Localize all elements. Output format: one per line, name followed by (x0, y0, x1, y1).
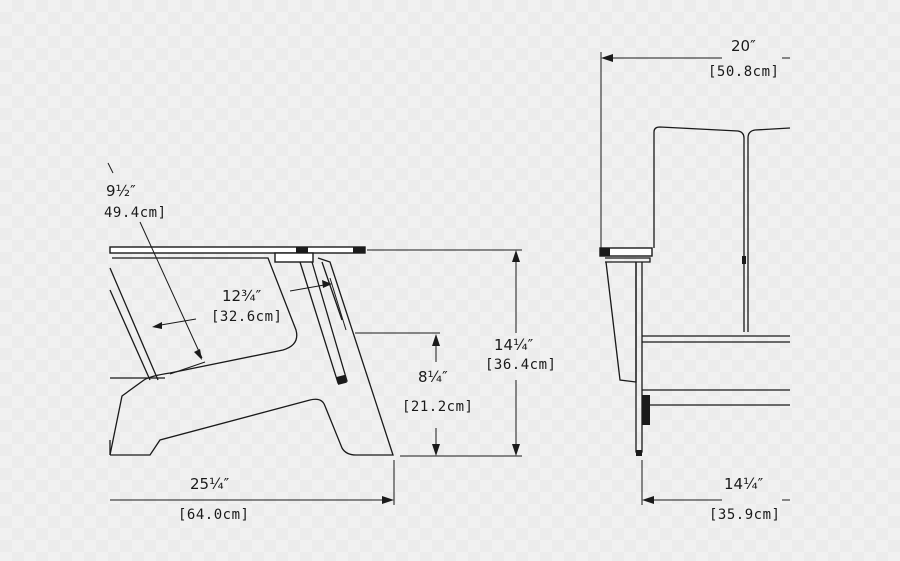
arrowhead (382, 496, 394, 504)
armrest-post-cap (296, 247, 308, 253)
panel-hinge (742, 256, 746, 264)
seat-height-inches: 8¼″ (418, 368, 448, 386)
seat-height-cm: [21.2cm] (402, 399, 474, 415)
dim-line-diag-top (107, 162, 114, 174)
armrest-under (605, 257, 651, 263)
armrest-plank (109, 246, 366, 254)
arm-diagonal-inches: 9½″ (106, 182, 136, 200)
arm-depth-inches: 12¾″ (222, 287, 262, 305)
arm-diagonal-cm: 49.4cm] (104, 205, 167, 221)
arrowhead (512, 250, 520, 262)
arrowhead (601, 54, 613, 62)
arrowhead (194, 349, 202, 360)
back-slat-line (109, 289, 151, 381)
front-leg-block (642, 395, 650, 425)
dim-leader (169, 361, 206, 375)
arrowhead (432, 334, 440, 346)
width-bottom-inches: 14¼″ (724, 475, 764, 493)
front-armrest-cap (600, 248, 610, 256)
arrowhead (432, 444, 440, 456)
back-panel-left (653, 126, 745, 332)
front-post (299, 261, 348, 384)
dim-line-diag (139, 221, 203, 359)
depth-cm: [64.0cm] (178, 507, 250, 523)
arrowhead (512, 444, 520, 456)
back-panel-right (747, 127, 791, 332)
front-leg-foot (636, 450, 642, 456)
back-slat-line (109, 267, 159, 381)
arm-height-inches: 14¼″ (494, 336, 534, 354)
armrest-front-cap (353, 247, 365, 253)
armrest-support (274, 252, 314, 263)
depth-inches: 25¼″ (190, 475, 230, 493)
side-panel-outline (109, 257, 394, 456)
arm-depth-cm: [32.6cm] (211, 309, 283, 325)
width-top-cm: [50.8cm] (708, 64, 780, 80)
leg-edge-line (321, 261, 343, 321)
arrowhead (152, 322, 162, 329)
arrowhead (642, 496, 654, 504)
dim-leader (329, 277, 347, 331)
post-foot (336, 374, 347, 385)
front-side-panel (605, 261, 637, 383)
width-top-inches: 20″ (731, 37, 756, 55)
arm-height-cm: [36.4cm] (485, 357, 557, 373)
arrowhead (322, 280, 332, 288)
front-leg (635, 262, 643, 453)
width-bottom-cm: [35.9cm] (709, 507, 781, 523)
